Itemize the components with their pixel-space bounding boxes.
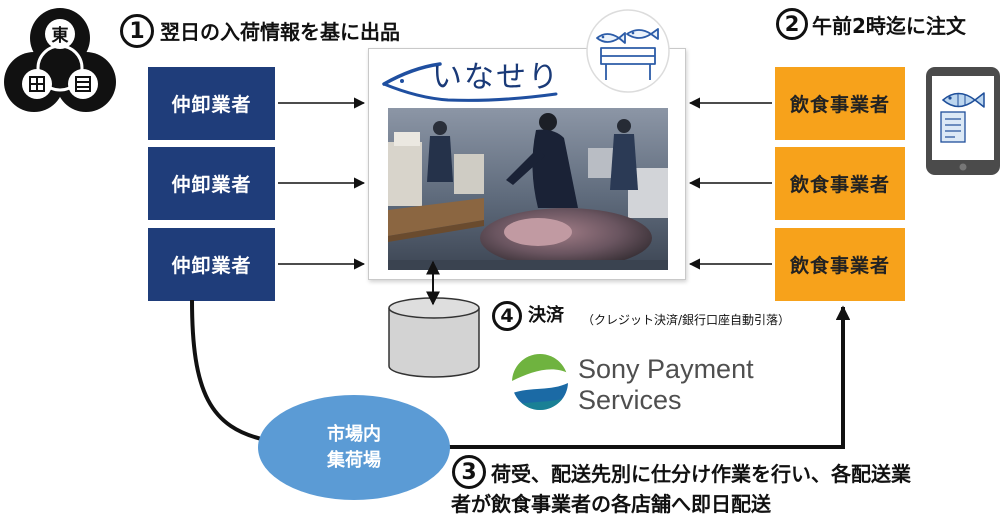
step1-text: 翌日の入荷情報を基に出品 <box>160 20 400 44</box>
fish-icon <box>941 92 985 108</box>
sony-payment-logo-icon <box>512 354 568 410</box>
inaseri-logo-swoosh-icon <box>382 62 558 102</box>
document-icon <box>940 111 966 143</box>
tablet-icon <box>926 67 1000 175</box>
emblem-left-mark <box>29 76 45 92</box>
step2-text: 午前2時迄に注文 <box>812 14 966 38</box>
line-wholesaler-to-hub <box>190 299 267 442</box>
wholesaler-box: 仲卸業者 <box>148 147 275 220</box>
hub-label-line1: 市場内 <box>327 423 381 445</box>
step3-text-line1: 荷受、配送先別に仕分け作業を行い、各配送業 <box>491 462 911 486</box>
fish-market-photo <box>388 108 668 270</box>
collection-hub-ellipse: 市場内 集荷場 <box>258 395 450 500</box>
restaurant-box: 飲食事業者 <box>775 67 905 140</box>
emblem-right-circle <box>68 69 98 99</box>
step4-detail: （クレジット決済/銀行口座自動引落） <box>582 313 791 327</box>
worker-right <box>610 119 638 190</box>
step3-number: 3 <box>452 455 486 489</box>
wholesaler-box: 仲卸業者 <box>148 228 275 301</box>
fish-stall-icon <box>586 9 670 93</box>
step1-number: 1 <box>120 14 154 48</box>
payment-provider-line1: Sony Payment <box>578 354 754 384</box>
emblem-right-mark <box>75 76 91 92</box>
step2-number: 2 <box>776 8 808 40</box>
wooden-table <box>388 198 484 242</box>
restaurant-box: 飲食事業者 <box>775 147 905 220</box>
step4-title: 決済 <box>528 305 564 326</box>
hub-label-line2: 集荷場 <box>327 449 381 471</box>
tuna <box>480 208 652 268</box>
market-emblem-icon: 東 <box>4 8 116 112</box>
restaurant-box: 飲食事業者 <box>775 228 905 301</box>
emblem-top-circle <box>45 19 75 49</box>
step4-number: 4 <box>492 301 522 331</box>
inaseri-logo-text: いなせり <box>432 60 560 95</box>
worker-left <box>427 121 453 182</box>
emblem-top-char: 東 <box>52 25 69 46</box>
wholesaler-box: 仲卸業者 <box>148 67 275 140</box>
worker-center <box>506 113 578 208</box>
database-icon <box>388 297 480 378</box>
step3-text-line2: 者が飲食事業者の各店舗へ即日配送 <box>451 492 771 516</box>
payment-provider-line2: Services <box>578 385 682 415</box>
